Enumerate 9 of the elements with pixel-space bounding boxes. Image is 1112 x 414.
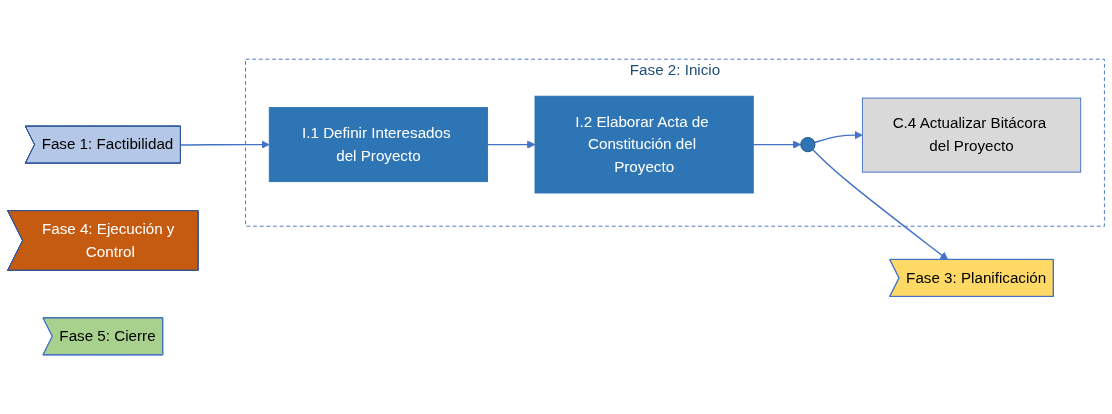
node-circle	[800, 137, 816, 153]
arrow	[486, 140, 536, 149]
arrow	[813, 130, 863, 144]
arrow	[812, 148, 949, 261]
node-box: I.1 Definir Interesados del Proyecto	[268, 107, 489, 183]
node-box: C.4 Actualizar Bitácora del Proyecto	[861, 97, 1082, 173]
node-box: I.2 Elaborar Acta de Constitución del Proyecto	[534, 95, 754, 194]
arrow	[180, 140, 270, 149]
arrow	[752, 140, 802, 149]
